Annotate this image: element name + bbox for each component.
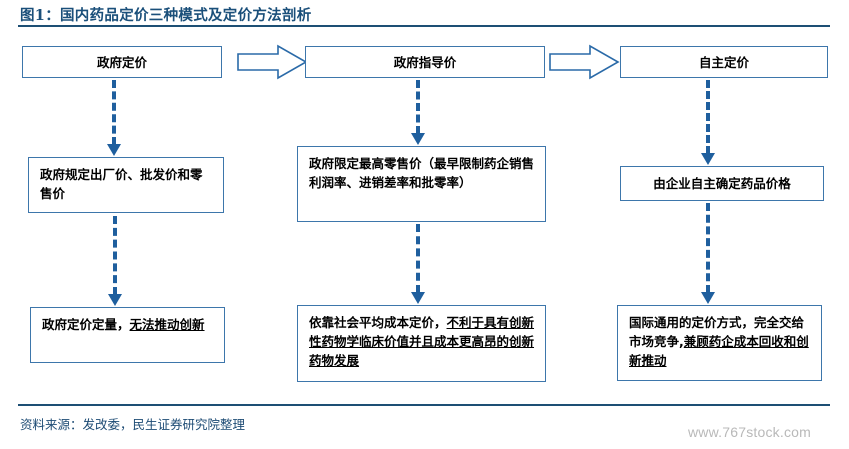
stage-label: 自主定价 <box>698 54 749 70</box>
analysis-text: 依靠社会平均成本定价，不利于具有创新性药物学临床价值并且成本更高昂的创新药物发展 <box>309 315 534 368</box>
stage-label: 政府指导价 <box>393 54 457 70</box>
method-box-government-pricing[interactable]: 政府规定出厂价、批发价和零售价 <box>28 157 224 213</box>
analysis-text-plain: 政府定价定量， <box>42 317 130 332</box>
right-arrow-icon <box>548 43 620 81</box>
dashed-down-arrow-icon <box>701 80 715 165</box>
dashed-down-arrow-icon <box>701 203 715 304</box>
method-text: 由企业自主确定药品价格 <box>653 176 791 191</box>
title-divider <box>18 25 830 27</box>
analysis-text: 政府定价定量，无法推动创新 <box>42 317 205 332</box>
analysis-text-plain: 国际通用的定价方式，完全交给市场竞争, <box>629 315 805 349</box>
source-note: 资料来源：发改委，民生证券研究院整理 <box>20 417 246 432</box>
figure-title: 图1：国内药品定价三种模式及定价方法剖析 <box>20 7 312 24</box>
analysis-text-underlined: 无法推动创新 <box>129 317 205 332</box>
analysis-box-government-pricing[interactable]: 政府定价定量，无法推动创新 <box>30 307 225 363</box>
method-text: 政府规定出厂价、批发价和零售价 <box>40 167 203 201</box>
analysis-text-underlined: 不利于具有创新性药物学临床价值并且成本更高昂的创新药物发展 <box>309 315 535 368</box>
analysis-box-government-guided-pricing[interactable]: 依靠社会平均成本定价，不利于具有创新性药物学临床价值并且成本更高昂的创新药物发展 <box>297 305 546 382</box>
method-box-government-guided-pricing[interactable]: 政府限定最高零售价（最早限制药企销售利润率、进销差率和批零率） <box>297 146 546 222</box>
watermark: www.767stock.com <box>688 424 812 440</box>
footer-divider <box>18 404 830 406</box>
method-box-self-determined-pricing[interactable]: 由企业自主确定药品价格 <box>620 166 824 201</box>
stage-box-government-pricing[interactable]: 政府定价 <box>22 46 222 78</box>
stage-box-self-determined-pricing[interactable]: 自主定价 <box>620 46 828 78</box>
analysis-text-plain: 依靠社会平均成本定价， <box>309 315 447 330</box>
stage-label: 政府定价 <box>96 54 147 70</box>
analysis-text: 国际通用的定价方式，完全交给市场竞争,兼顾药企成本回收和创新推动 <box>629 315 809 368</box>
dashed-down-arrow-icon <box>411 80 425 145</box>
dashed-down-arrow-icon <box>411 224 425 304</box>
stage-box-government-guided-pricing[interactable]: 政府指导价 <box>305 46 545 78</box>
analysis-box-self-determined-pricing[interactable]: 国际通用的定价方式，完全交给市场竞争,兼顾药企成本回收和创新推动 <box>617 305 822 381</box>
dashed-down-arrow-icon <box>107 80 121 156</box>
method-text: 政府限定最高零售价（最早限制药企销售利润率、进销差率和批零率） <box>309 156 535 190</box>
analysis-text-underlined: 兼顾药企成本回收和创新推动 <box>629 334 809 368</box>
right-arrow-icon <box>236 43 308 81</box>
dashed-down-arrow-icon <box>108 216 122 306</box>
